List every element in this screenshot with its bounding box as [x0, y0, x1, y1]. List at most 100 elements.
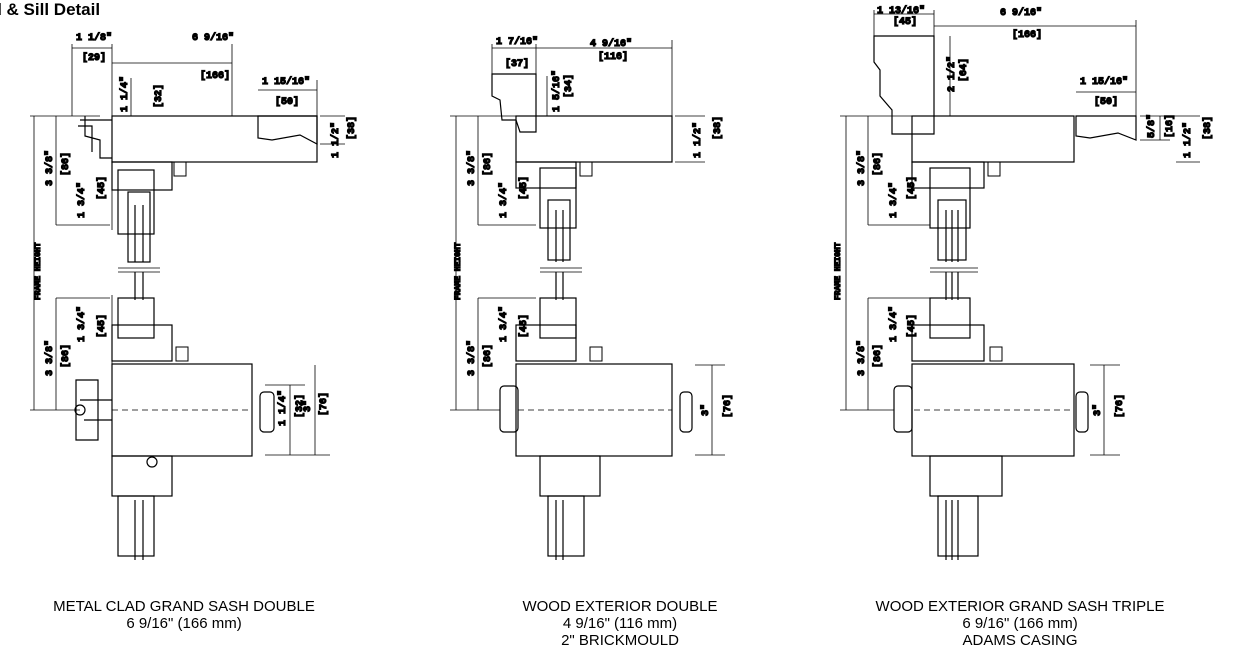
break-line [930, 267, 978, 273]
dim-thickness-mm: [38] [346, 116, 358, 140]
dim-jamb-width: 4 9/16" [590, 38, 632, 50]
upper-sash-rail [127, 191, 151, 263]
dim-bot-sash-mm: [86] [872, 344, 884, 368]
dim-sill-mm: [32] [294, 394, 306, 418]
sill-brickmould [499, 385, 519, 433]
dim-stop-mm: [50] [275, 96, 299, 108]
dim-top-sash-mm: [86] [872, 152, 884, 176]
dim-lip-mm: [16] [1164, 114, 1176, 138]
dim-head-height: 1 5/16" [551, 70, 563, 112]
dim-rail2: 1 3/4" [888, 306, 900, 342]
dim-frame-height: FRAME HEIGHT [834, 242, 843, 300]
dim-jamb-width: 6 9/16" [192, 32, 234, 44]
dim-rail2-mm: [45] [518, 314, 530, 338]
caption-wood-triple: WOOD EXTERIOR GRAND SASH TRIPLE 6 9/16" … [855, 598, 1185, 649]
sill-nose [679, 391, 693, 433]
caption-wood-double: WOOD EXTERIOR DOUBLE 4 9/16" (116 mm) 2"… [470, 598, 770, 649]
caption-line: ADAMS CASING [962, 632, 1078, 649]
dim-bot-sash: 3 3/8" [856, 340, 868, 376]
meeting-rail [111, 324, 173, 362]
dim-thickness: 1 1/2" [330, 122, 342, 158]
caption-metal-clad: METAL CLAD GRAND SASH DOUBLE 6 9/16" (16… [34, 598, 334, 632]
caption-line: 4 9/16" (116 mm) [562, 615, 678, 632]
dim-rail2: 1 3/4" [498, 306, 510, 342]
dim-jamb-mm: [116] [598, 51, 628, 63]
exterior-stop [1075, 115, 1137, 141]
bottom-sash [539, 455, 601, 497]
dim-head-height: 1 1/4" [119, 76, 131, 112]
bottom-sash [929, 455, 1003, 497]
dim-rail1: 1 3/4" [76, 182, 88, 218]
detail-metal-clad: 1 1/8" [29] 6 9/16" [166] 1 15/16" [50] … [30, 31, 359, 560]
dim-frame-height: FRAME HEIGHT [454, 242, 463, 300]
sill-nose [259, 391, 275, 433]
head-jamb [911, 115, 1075, 163]
dim-top-sash: 3 3/8" [856, 150, 868, 186]
dim-bot-sash-mm: [86] [482, 344, 494, 368]
head-jamb [515, 115, 673, 163]
sill-casing [893, 385, 913, 433]
bottom-sash [111, 455, 173, 497]
upper-sash-stile [117, 169, 155, 235]
dim-frame-height: FRAME HEIGHT [34, 242, 43, 300]
dim-bot-sash: 3 3/8" [44, 340, 56, 376]
dim-jamb-mm: [166] [1012, 29, 1042, 41]
dim-sill-total: 3" [1092, 404, 1104, 416]
dim-thickness: 1 1/2" [692, 122, 704, 158]
dim-rail2-mm: [45] [96, 314, 108, 338]
dim-top-sash: 3 3/8" [466, 150, 478, 186]
caption-line: METAL CLAD GRAND SASH DOUBLE [53, 598, 315, 615]
dim-rail1: 1 3/4" [498, 182, 510, 218]
dim-ext-mm: [37] [505, 58, 529, 70]
head-jamb [111, 115, 318, 163]
dim-stop-mm: [50] [1094, 96, 1118, 108]
dim-head-mm: [34] [563, 74, 575, 98]
dimension-lines [30, 44, 345, 456]
dim-rail1: 1 3/4" [888, 182, 900, 218]
exterior-stop [257, 115, 318, 145]
dim-head-height: 2 1/2" [946, 56, 958, 92]
sill-nose [1075, 391, 1089, 433]
dim-sill-total-mm: [76] [1114, 394, 1126, 418]
upper-sash-stile [539, 167, 577, 229]
adams-casing [873, 35, 935, 135]
dim-head-mm: [32] [153, 84, 165, 108]
caption-line: WOOD EXTERIOR GRAND SASH TRIPLE [875, 598, 1165, 615]
dim-lip: 5/8" [1146, 114, 1158, 138]
dim-ext-mm: [29] [82, 52, 106, 64]
dim-top-sash-mm: [86] [482, 152, 494, 176]
dimension-lines [450, 40, 725, 456]
meeting-rail [515, 324, 577, 362]
dim-thickness-mm: [38] [1202, 116, 1214, 140]
dim-head-mm: [64] [958, 58, 970, 82]
break-line [540, 267, 582, 273]
dim-bot-sash: 3 3/8" [466, 340, 478, 376]
metal-cladding [78, 116, 112, 159]
break-line [118, 267, 160, 273]
dim-bot-sash-mm: [86] [60, 344, 72, 368]
dim-sill-total: 3" [700, 404, 712, 416]
dim-top-sash-mm: [86] [60, 152, 72, 176]
dim-thickness-mm: [38] [712, 116, 724, 140]
dim-stop-width: 1 15/16" [262, 76, 310, 88]
dim-sill-total: 3" [302, 400, 314, 412]
dim-jamb-mm: [166] [200, 70, 230, 82]
caption-line: 6 9/16" (166 mm) [126, 615, 242, 632]
page-title: ad & Sill Detail [0, 0, 101, 19]
dim-top-sash: 3 3/8" [44, 150, 56, 186]
dim-rail2: 1 3/4" [76, 306, 88, 342]
caption-line: WOOD EXTERIOR DOUBLE [522, 598, 718, 615]
dim-rail1-mm: [45] [96, 176, 108, 200]
detail-wood-double: 1 7/16" [37] 4 9/16" [116] 1 5/16" [34] … [450, 35, 735, 560]
dim-ext-mm: [45] [893, 16, 917, 28]
upper-sash-head [911, 161, 985, 189]
dim-sill-total-mm: [76] [318, 392, 330, 416]
lower-sash-rail [117, 297, 155, 339]
dim-thickness: 1 1/2" [1182, 122, 1194, 158]
dim-rail2-mm: [45] [906, 314, 918, 338]
upper-sash-head [111, 161, 173, 191]
dim-ext-width: 1 13/16" [877, 5, 925, 17]
dim-sill-height: 1 1/4" [277, 390, 289, 426]
dimension-lines [840, 10, 1200, 456]
